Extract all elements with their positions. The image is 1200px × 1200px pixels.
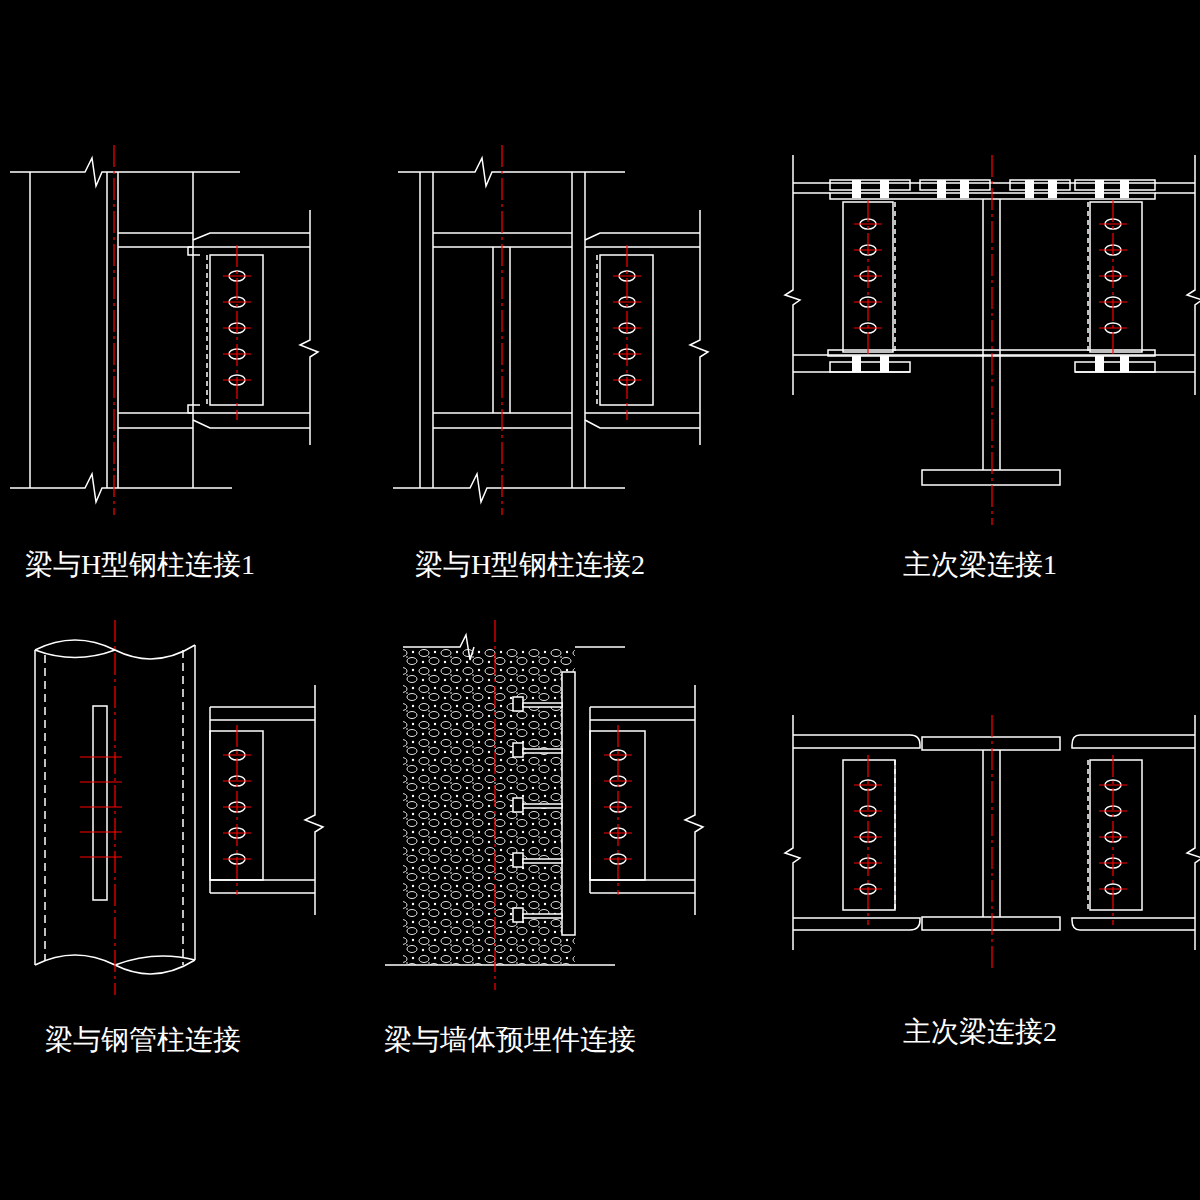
caption-label: 主次梁连接1 — [903, 548, 1057, 582]
caption-label: 梁与钢管柱连接 — [45, 1023, 241, 1057]
caption-label: 主次梁连接2 — [903, 1015, 1057, 1049]
caption-label: 梁与墙体预埋件连接 — [384, 1023, 636, 1057]
caption-label: 梁与H型钢柱连接2 — [415, 548, 645, 582]
caption-label: 梁与H型钢柱连接1 — [25, 548, 255, 582]
